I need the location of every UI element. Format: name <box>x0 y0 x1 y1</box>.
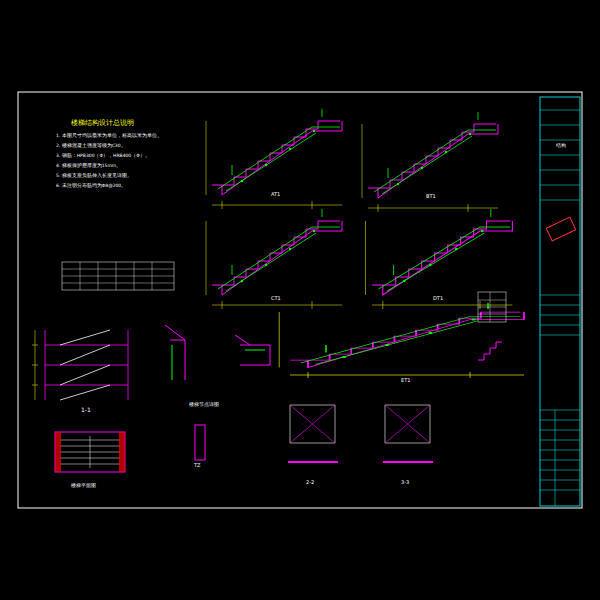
drawing-label: ET1 <box>400 378 411 384</box>
drawing-label: 5. 梯板支座负筋伸入长度见详图。 <box>55 174 133 179</box>
drawing-label: 1-1 <box>80 407 92 414</box>
drawing-label: 6. 未注明分布筋均为Φ8@200。 <box>55 184 127 189</box>
drawing-label: 3. 钢筋：HPB300（Φ），HRB400（Φ）。 <box>55 154 151 159</box>
drawing-label: 结构 <box>555 143 567 149</box>
drawing-label: BT1 <box>425 194 437 200</box>
drawing-label: 2-2 <box>305 480 315 486</box>
drawing-label: TZ <box>193 463 201 469</box>
sheet-title: 楼梯结构设计总说明 <box>70 120 135 128</box>
drawing-label: AT1 <box>270 192 281 198</box>
drawing-label: 楼梯平面图 <box>70 483 97 489</box>
drawing-label: 2. 楼梯混凝土强度等级为C30。 <box>55 144 127 149</box>
drawing-label: CT1 <box>270 296 282 302</box>
drawing-label: DT1 <box>432 296 444 302</box>
drawing-label: 3-3 <box>400 480 410 486</box>
drawing-label: 4. 梯板保护层厚度为15mm。 <box>55 164 122 169</box>
drawing-label: 楼梯节点详图 <box>188 402 220 408</box>
drawing-label: 1. 本图尺寸均以毫米为单位，标高以米为单位。 <box>55 134 163 139</box>
